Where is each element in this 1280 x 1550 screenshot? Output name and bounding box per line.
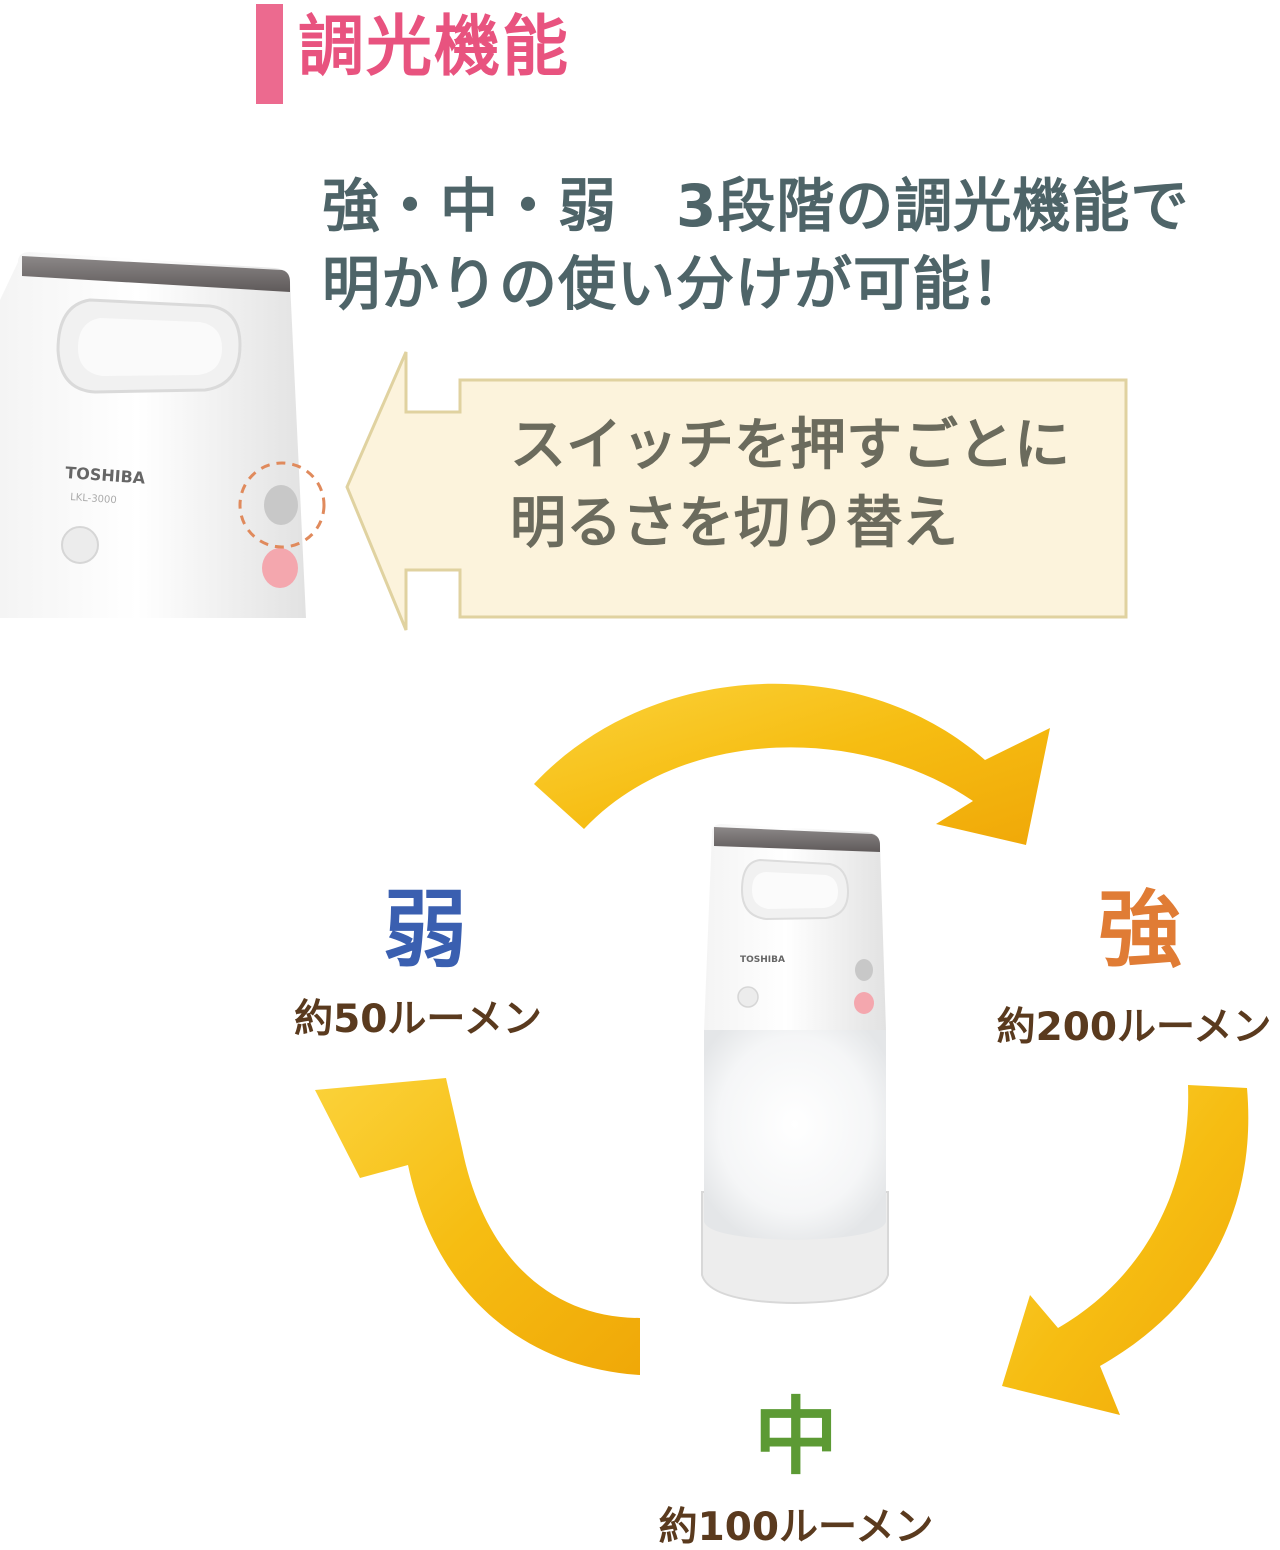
level-strong-lumen: 約200ルーメン — [996, 1005, 1272, 1050]
callout-box — [345, 351, 1128, 631]
callout-text-line1: スイッチを押すごとに — [510, 413, 1070, 478]
lamp-closeup-image: TOSHIBA LKL-3000 — [0, 252, 326, 618]
arrow-strong-to-mid — [1002, 1085, 1249, 1415]
level-mid-lumen: 約100ルーメン — [658, 1505, 934, 1550]
heading-accent-bar — [256, 4, 283, 104]
level-mid-label: 中 — [753, 1388, 838, 1486]
cycle-arrows — [315, 683, 1249, 1415]
svg-text:TOSHIBA: TOSHIBA — [740, 955, 785, 965]
page-title: 調光機能 — [298, 8, 570, 85]
arrow-weak-to-strong — [534, 683, 1050, 845]
lead-text-line2: 明かりの使い分けが可能！ — [322, 250, 1031, 318]
svg-text:LKL-3000: LKL-3000 — [70, 492, 117, 506]
lamp-center-image: TOSHIBA — [701, 824, 889, 1305]
level-weak-lumen: 約50ルーメン — [294, 997, 542, 1042]
level-strong-label: 強 — [1097, 881, 1182, 979]
arrow-mid-to-weak — [315, 1078, 640, 1375]
level-weak-label: 弱 — [382, 881, 467, 979]
callout-text-line2: 明るさを切り替え — [510, 491, 958, 556]
lead-text-line1: 強・中・弱 3段階の調光機能で — [322, 172, 1190, 240]
